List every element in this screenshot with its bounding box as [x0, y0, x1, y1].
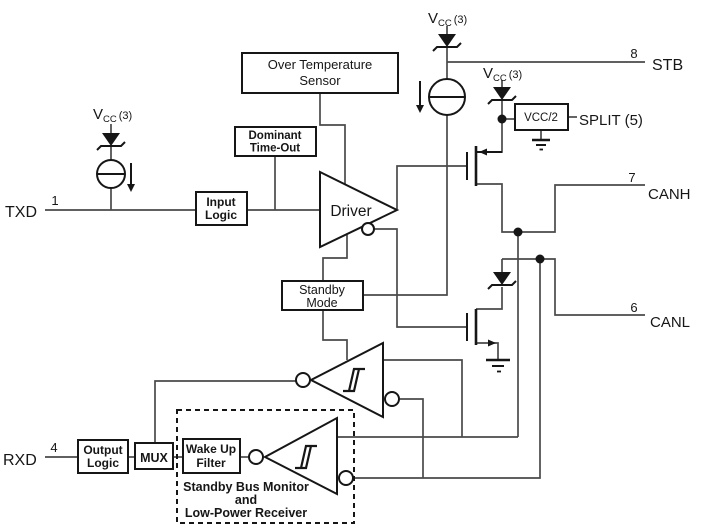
- schmitt-hysteresis-icon: [295, 444, 317, 470]
- pmos-transistor-icon: [466, 146, 502, 186]
- vcc-label-stb: VCC(3): [428, 10, 467, 29]
- block-output-logic: Output Logic: [77, 439, 129, 474]
- split-node-diode: [487, 87, 517, 105]
- inversion-bubble: [361, 222, 375, 236]
- wire-pmos-drain-canh: [476, 183, 645, 233]
- block-label: Time-Out: [250, 143, 300, 155]
- block-label: Dominant: [248, 130, 301, 142]
- wire-driver-out-pmos-gate: [396, 165, 467, 209]
- current-source-icon: [96, 159, 126, 189]
- vcc-label-split: VCC(3): [483, 65, 522, 84]
- current-arrow-icon: [127, 163, 135, 192]
- pin-rxd: RXD 4: [3, 440, 58, 469]
- current-source-icon: [428, 78, 466, 116]
- pin-label-rxd: RXD: [3, 452, 37, 469]
- nmos-transistor-icon: [466, 309, 496, 347]
- ground-icon: [486, 358, 510, 373]
- driver-triangle: Driver: [319, 170, 400, 249]
- pin-number-rxd: 4: [50, 440, 57, 455]
- vcc-label-txd: VCC(3): [93, 106, 132, 125]
- inverting-input-bubble: [338, 470, 354, 486]
- pin-label-canh: CANH: [648, 186, 691, 203]
- main-receiver-triangle: [295, 341, 400, 419]
- block-label: Over Temperature: [268, 57, 373, 72]
- pin-label-canl: CANL: [650, 314, 690, 331]
- svg-text:VCC(3): VCC(3): [93, 106, 132, 125]
- pin-split: SPLIT (5): [579, 112, 643, 129]
- wire-canl-node: [476, 258, 645, 316]
- block-label: Output: [83, 443, 122, 457]
- canl-clamp-diode: [487, 272, 517, 290]
- current-arrow-icon: [416, 81, 424, 113]
- standby-monitor-caption-line3: Low-Power Receiver: [185, 506, 307, 520]
- pin-number-canl: 6: [630, 300, 637, 315]
- pin-canl: CANL 6: [630, 300, 690, 331]
- stb-pullup-source: [416, 34, 466, 116]
- zener-diode-icon: [432, 34, 462, 52]
- junction-dot: [497, 114, 507, 124]
- standby-monitor-caption-line2: and: [235, 493, 257, 507]
- low-power-receiver-triangle: [248, 416, 354, 496]
- pin-stb: STB 8: [630, 46, 683, 74]
- block-label: Logic: [205, 208, 237, 222]
- pin-number-txd: 1: [51, 193, 58, 208]
- junction-dot: [535, 254, 545, 264]
- block-dominant-time-out: Dominant Time-Out: [234, 126, 317, 157]
- block-over-temperature-sensor: Over Temperature Sensor: [241, 52, 399, 94]
- schmitt-hysteresis-icon: [343, 367, 365, 393]
- wire-current-source-standby: [363, 115, 448, 296]
- wire-driver-inv-nmos-gate: [374, 228, 467, 328]
- txd-pullup-source: [96, 133, 135, 192]
- block-label: Sensor: [299, 73, 341, 88]
- block-mux: MUX: [134, 442, 174, 470]
- ground-icon: [532, 138, 550, 151]
- block-label: MUX: [140, 451, 168, 465]
- block-label: Mode: [306, 296, 337, 310]
- wire-canl-sense: [353, 259, 541, 479]
- block-label: Standby: [299, 283, 346, 297]
- wires: [45, 26, 645, 479]
- svg-text:VCC(3): VCC(3): [483, 65, 522, 84]
- wire-nmos-source-ground: [476, 342, 499, 360]
- inversion-bubble: [295, 372, 311, 388]
- block-standby-mode: Standby Mode: [281, 280, 364, 311]
- svg-text:VCC(3): VCC(3): [428, 10, 467, 29]
- standby-monitor-caption-line1: Standby Bus Monitor: [183, 480, 309, 494]
- inverting-input-bubble: [384, 391, 400, 407]
- driver-label: Driver: [330, 203, 371, 220]
- block-label: Input: [206, 195, 235, 209]
- zener-diode-icon: [487, 272, 517, 290]
- pin-txd: TXD 1: [5, 193, 59, 221]
- pin-number-canh: 7: [628, 170, 635, 185]
- block-label: VCC/2: [524, 112, 558, 124]
- junction-dots: [497, 114, 545, 264]
- pin-number-stb: 8: [630, 46, 637, 61]
- wire-ots-driver: [319, 93, 346, 184]
- pin-label-stb: STB: [652, 57, 683, 74]
- wire-receiver-inputs-canh: [337, 359, 518, 438]
- pin-label-split: SPLIT (5): [579, 112, 643, 129]
- junction-dot: [513, 227, 523, 237]
- wire-receiver-out-mux: [154, 380, 296, 443]
- inversion-bubble: [248, 449, 264, 465]
- standby-monitor-dashed-box: Standby Bus Monitor and Low-Power Receiv…: [176, 409, 355, 524]
- wire-receiver-inputs-canl: [400, 398, 424, 478]
- pin-label-txd: TXD: [5, 204, 37, 221]
- block-label: Wake Up: [186, 442, 236, 456]
- block-vcc-half: VCC/2: [514, 103, 569, 131]
- block-input-logic: Input Logic: [195, 191, 248, 226]
- zener-diode-icon: [96, 133, 126, 151]
- wire-standby-driver-enable: [322, 235, 348, 281]
- wire-standby-receiver-enable: [322, 310, 348, 360]
- zener-diode-icon: [487, 87, 517, 105]
- block-wake-up-filter: Wake Up Filter: [182, 438, 241, 474]
- block-label: Filter: [196, 456, 226, 470]
- pin-canh: CANH 7: [628, 170, 690, 203]
- block-label: Logic: [87, 456, 119, 470]
